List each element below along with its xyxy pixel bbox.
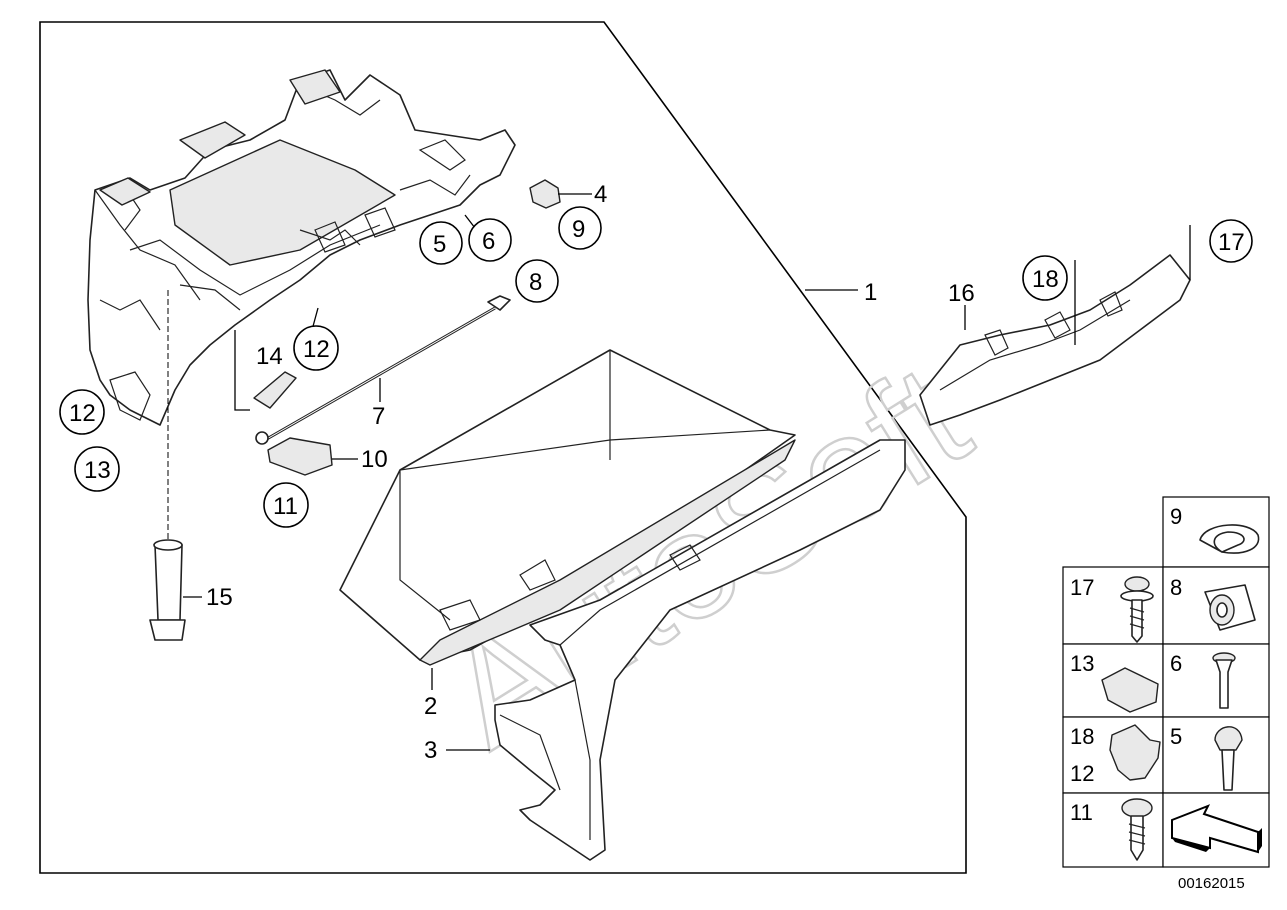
part-4-clip: [529, 179, 561, 209]
screw-washer-icon: [1120, 576, 1154, 643]
callout-6: 6: [482, 228, 495, 255]
legend-label-6: 6: [1170, 651, 1182, 676]
callout-13: 13: [84, 457, 111, 484]
legend-label-12: 12: [1070, 761, 1094, 786]
callout-5: 5: [433, 231, 446, 258]
callout-5-circle: [419, 221, 463, 265]
callout-11: 11: [273, 493, 298, 520]
legend-label-11: 11: [1070, 800, 1093, 825]
part-10-slider: [267, 437, 333, 476]
callout-11-circle: [263, 482, 309, 528]
callout-6-circle: [468, 218, 512, 262]
callout-1: 1: [864, 279, 877, 306]
callout-10: 10: [361, 446, 388, 473]
legend-label-5: 5: [1170, 724, 1182, 749]
direction-arrow-shadow: [1172, 828, 1262, 852]
circlip-icon: [1199, 524, 1260, 554]
callout-7: 7: [372, 403, 385, 430]
legend-label-17: 17: [1070, 575, 1094, 600]
callout-4: 4: [594, 181, 607, 208]
part-14-latch: [253, 371, 297, 409]
part-7-rod: [255, 295, 511, 445]
callout-9: 9: [572, 216, 585, 243]
legend-label-13: 13: [1070, 651, 1094, 676]
callout-16: 16: [948, 280, 975, 307]
pin-icon: [1212, 652, 1236, 709]
callout-9-circle: [558, 206, 602, 250]
legend-cell-5: [1162, 716, 1270, 794]
legend-label-18: 18: [1070, 724, 1094, 749]
callout-17: 17: [1218, 229, 1245, 256]
screw-icon: [1121, 798, 1153, 861]
main-frame: [39, 21, 967, 874]
hardware-legend: 9 17 8 13 6 18 12 5 11: [1062, 496, 1270, 868]
leader-14-bracket: [234, 330, 250, 411]
callout-17-circle: [1209, 219, 1253, 263]
diagram-code: 00162015: [1178, 875, 1245, 892]
callout-8: 8: [529, 269, 542, 296]
part-15-damper: [149, 290, 186, 641]
callout-13-circle: [74, 446, 120, 492]
callout-12b-circle: [59, 389, 105, 435]
part-3-trim-panel: [494, 439, 906, 861]
plug-icon: [1214, 726, 1243, 791]
callout-18-circle: [1022, 255, 1068, 301]
legend-label-8: 8: [1170, 575, 1182, 600]
legend-label-9: 9: [1170, 504, 1182, 529]
spring-clip-icon: [1109, 724, 1161, 781]
callout-8-circle: [515, 259, 559, 303]
callout-12a-circle: [293, 325, 339, 371]
callout-3: 3: [424, 737, 437, 764]
callout-12a: 12: [303, 336, 330, 363]
grommet-icon: [1204, 584, 1256, 631]
carrier-frame-part: [87, 69, 516, 426]
part-2-glovebox: [339, 349, 796, 666]
leader-6: [464, 214, 476, 229]
callout-2: 2: [424, 693, 437, 720]
clip-nut-icon: [1101, 667, 1159, 713]
part-16-side-trim: [919, 254, 1191, 426]
callout-18: 18: [1032, 266, 1059, 293]
callout-15: 15: [206, 584, 233, 611]
callout-14: 14: [256, 343, 283, 370]
callout-12b: 12: [69, 400, 96, 427]
